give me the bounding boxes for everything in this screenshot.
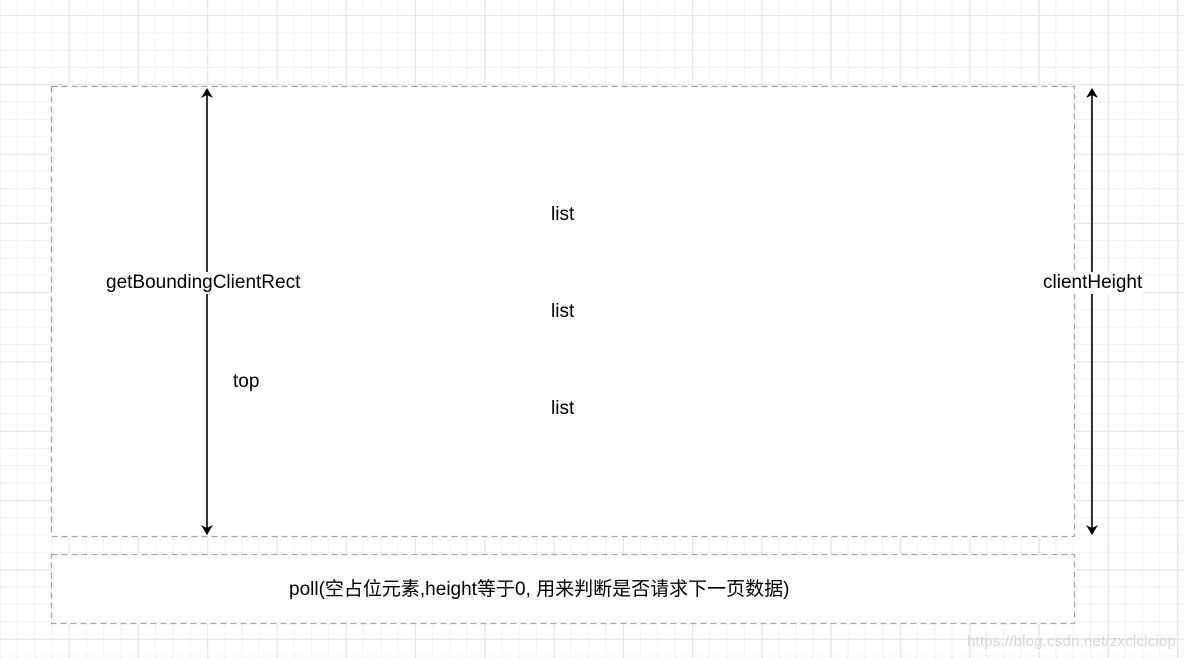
poll-element (50, 553, 1076, 625)
poll-element-border (50, 553, 1076, 625)
get-bounding-client-rect-label: getBoundingClientRect (105, 272, 302, 294)
list-item: list (551, 301, 575, 322)
list-container (50, 85, 1076, 538)
poll-label: poll(空占位元素,height等于0, 用来判断是否请求下一页数据) (289, 579, 790, 600)
watermark: https://blog.csdn.net/zxclclciop (966, 633, 1176, 650)
list-item: list (551, 398, 575, 419)
list-container-border (50, 85, 1076, 538)
client-height-label: clientHeight (1042, 272, 1144, 294)
top-label: top (233, 371, 260, 392)
list-item: list (551, 204, 575, 225)
